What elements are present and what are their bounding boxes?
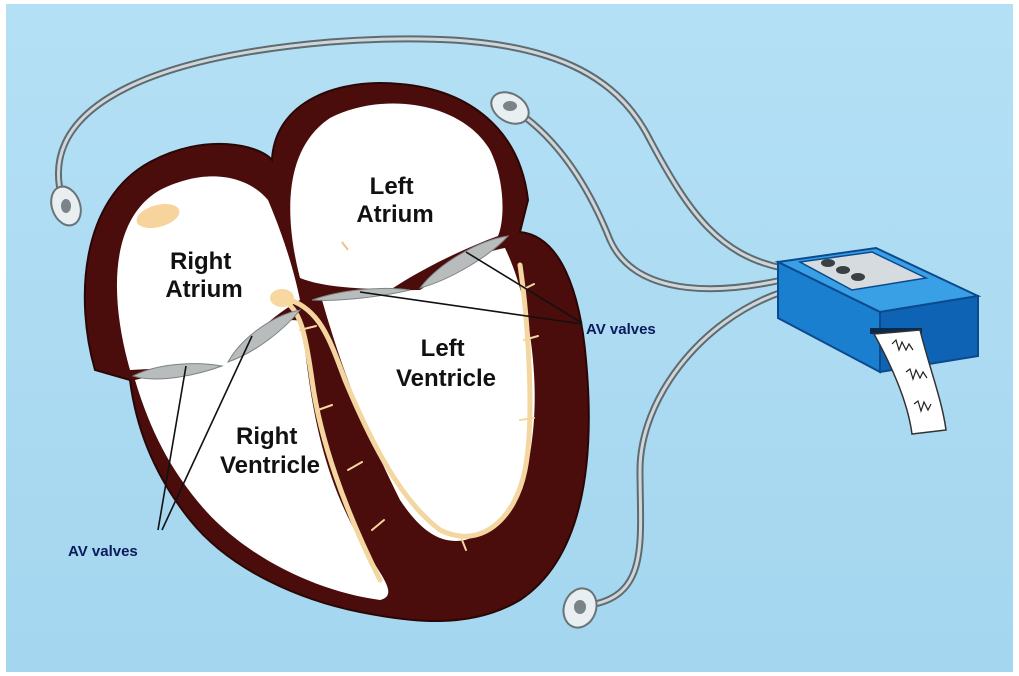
av-node (270, 289, 294, 307)
av-valves-label-left: AV valves (586, 321, 656, 338)
right-atrium-label: Right Atrium (165, 248, 242, 303)
av-valves-label-right: AV valves (68, 543, 138, 560)
